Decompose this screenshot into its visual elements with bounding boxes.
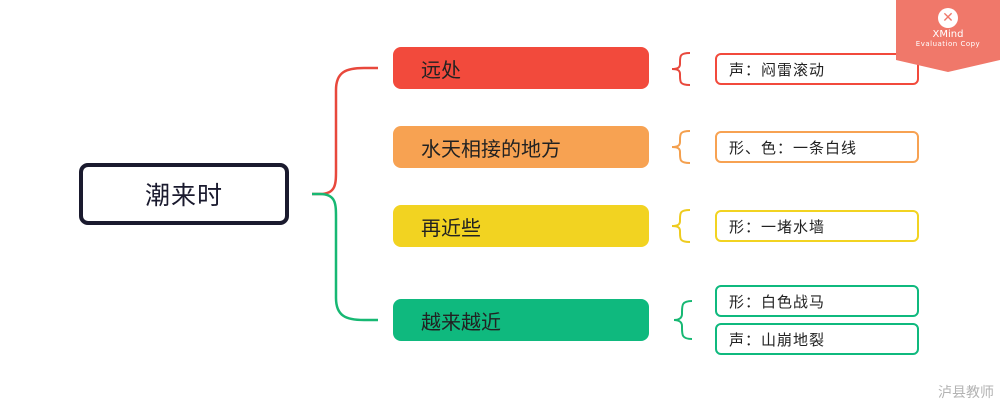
main-brace-green: [312, 192, 378, 322]
branch-topic-horizon[interactable]: 水天相接的地方: [393, 126, 649, 168]
branch-topic-closer[interactable]: 再近些: [393, 205, 649, 247]
sub-brace-3: [671, 209, 691, 243]
branch-label: 再近些: [421, 215, 481, 240]
branch-label: 越来越近: [421, 309, 501, 334]
branch-topic-nearer[interactable]: 越来越近: [393, 299, 649, 341]
badge-brand: XMind: [932, 29, 964, 40]
leaf-label: 形：白色战马: [729, 292, 826, 311]
branch-label: 远处: [421, 57, 461, 82]
leaf-topic[interactable]: 形：一堵水墙: [715, 210, 919, 242]
main-brace-red: [312, 66, 378, 196]
leaf-topic[interactable]: 形、色：一条白线: [715, 131, 919, 163]
leaf-label: 声：山崩地裂: [729, 330, 826, 349]
leaf-label: 形、色：一条白线: [729, 138, 858, 157]
sub-brace-2: [671, 130, 691, 164]
leaf-topic[interactable]: 声：山崩地裂: [715, 323, 919, 355]
leaf-label: 形：一堵水墙: [729, 217, 826, 236]
branch-label: 水天相接的地方: [421, 136, 561, 161]
sub-brace-1: [671, 52, 691, 86]
leaf-topic[interactable]: 声：闷雷滚动: [715, 53, 919, 85]
branch-topic-far[interactable]: 远处: [393, 47, 649, 89]
sub-brace-4: [673, 300, 693, 340]
watermark-text: 泸县教师: [938, 385, 994, 401]
evaluation-badge: ✕ XMind Evaluation Copy: [896, 0, 1000, 72]
badge-subtitle: Evaluation Copy: [915, 40, 981, 48]
leaf-label: 声：闷雷滚动: [729, 60, 826, 79]
root-topic[interactable]: 潮来时: [79, 163, 289, 225]
root-topic-label: 潮来时: [144, 181, 223, 210]
leaf-topic[interactable]: 形：白色战马: [715, 285, 919, 317]
xmind-logo-icon: ✕: [938, 8, 958, 28]
